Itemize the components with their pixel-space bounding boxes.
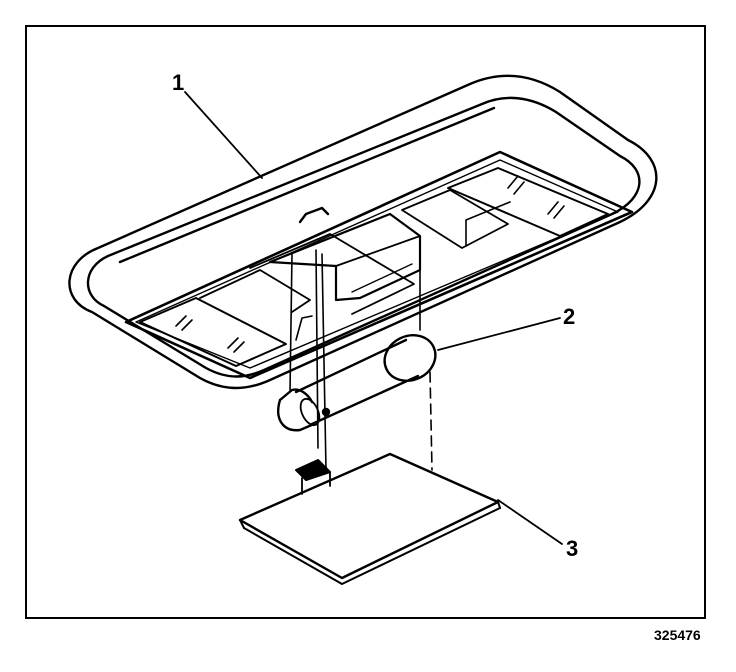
- roof-console-housing: [68, 74, 658, 390]
- figure-number: 325476: [654, 627, 701, 643]
- alignment-lines: [289, 235, 433, 471]
- callout-1: 1: [172, 70, 185, 95]
- bulb: [277, 334, 437, 432]
- leader-lines: [184, 91, 563, 545]
- callout-3: 3: [566, 536, 579, 561]
- callout-2: 2: [563, 304, 576, 329]
- diagram-frame: [25, 25, 706, 619]
- lens-cover: [238, 452, 501, 585]
